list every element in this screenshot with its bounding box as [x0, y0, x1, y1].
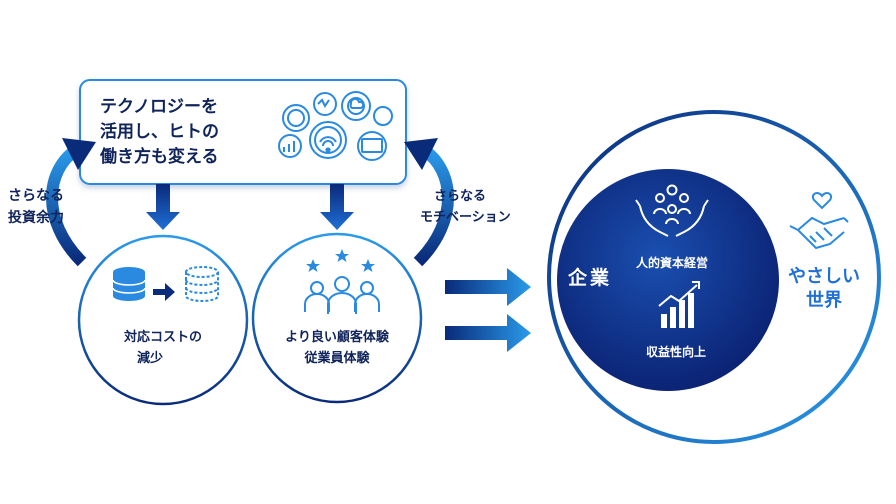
- right-arrow-icon: [153, 283, 175, 301]
- experience-line-1: より良い顧客体験: [285, 329, 390, 345]
- right-loop-line-2: モチベーション: [420, 210, 511, 225]
- technology-box: テクノロジーを 活用し、ヒトの 働き方も変える: [79, 79, 407, 185]
- experience-line-2: 従業員体験: [303, 350, 370, 366]
- right-loop-line-1: さらなる: [434, 189, 486, 204]
- cost-line-2: 減少: [137, 350, 163, 366]
- world-line-2: 世界: [806, 290, 842, 311]
- refresh-loop-arrow-icon: [404, 138, 454, 267]
- double-right-arrow-icon: [445, 268, 531, 352]
- people-stars-icon: [304, 249, 380, 314]
- handshake-heart-icon: [789, 192, 849, 250]
- left-loop-line-2: 投資余力: [8, 209, 64, 226]
- bar-chart-growth-icon: [658, 281, 700, 328]
- tech-line-2: 活用し、ヒトの: [100, 121, 219, 142]
- cost-circle: [77, 234, 249, 406]
- company-item-1: 人的資本経営: [636, 255, 708, 270]
- tech-line-1: テクノロジーを: [100, 97, 218, 117]
- cost-line-1: 対応コストの: [123, 329, 202, 345]
- company-label: 企業: [567, 266, 612, 289]
- tech-line-3: 働き方も変える: [99, 146, 219, 167]
- experience-circle: [251, 232, 423, 404]
- hands-people-icon: [635, 184, 709, 237]
- world-line-1: やさしい: [788, 266, 860, 287]
- database-dashed-icon: [185, 266, 219, 302]
- down-arrow-icon: [146, 184, 180, 230]
- company-item-2: 収益性向上: [646, 344, 706, 359]
- database-icon: [112, 267, 146, 301]
- down-arrow-icon: [320, 184, 354, 230]
- gears-tech-icon: [278, 91, 393, 161]
- left-loop-line-1: さらなる: [8, 188, 64, 204]
- company-core: [557, 169, 779, 391]
- refresh-loop-arrow-icon: [46, 138, 96, 267]
